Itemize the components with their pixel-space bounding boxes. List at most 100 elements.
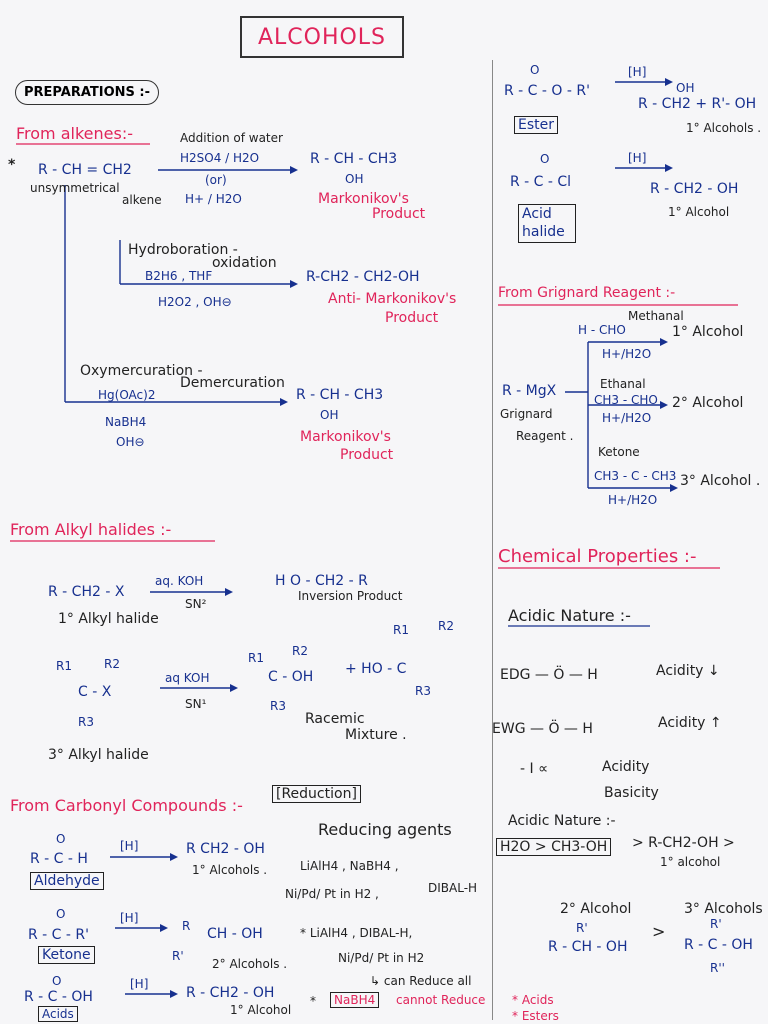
- sn1-prod2-r2: R2: [438, 619, 454, 633]
- ald-structure: R - C - H: [30, 851, 88, 867]
- ter-alcohol-r2: R'': [710, 961, 725, 975]
- alkyl-halides-heading: From Alkyl halides :-: [10, 520, 172, 539]
- r2-name-anti: Anti- Markonikov's: [328, 291, 457, 307]
- sn1-prod1-r3: R3: [270, 699, 286, 713]
- sn2-reactant: R - CH2 - X: [48, 584, 125, 600]
- ester-structure: R - C - O - R': [504, 83, 590, 99]
- sn2-label: 1° Alkyl halide: [58, 611, 159, 627]
- g2-product: 2° Alcohol: [672, 395, 744, 411]
- acidhalide-product-name: 1° Alcohol: [668, 205, 730, 219]
- r3-cond-oh: OH⊖: [116, 435, 145, 449]
- acidic2-heading: Acidic Nature :-: [508, 813, 616, 829]
- acidhalide-label: Acid halide: [518, 204, 576, 243]
- reducing-agents-heading: Reducing agents: [318, 820, 452, 839]
- g3-name: Ketone: [598, 445, 640, 459]
- grignard-heading: From Grignard Reagent :-: [498, 285, 676, 301]
- ket-arrow-label: [H]: [120, 911, 139, 925]
- reducing-agents-nabh4: NaBH4: [330, 992, 380, 1008]
- r2-cond-hydroboration: Hydroboration -: [128, 242, 238, 258]
- g3-cond: H+/H2O: [608, 493, 658, 507]
- r3-cond-oxymercuration: Oxymercuration -: [80, 363, 203, 379]
- sn1-prod2: + HO - C: [345, 661, 407, 677]
- g2-name: Ethanal: [600, 377, 646, 391]
- sec-alcohol-name: 2° Alcohol: [560, 901, 632, 917]
- acidhalide-label-1: Acid: [522, 206, 552, 222]
- ket-o: O: [56, 907, 66, 921]
- r2-name-product: Product: [385, 310, 439, 326]
- ket-structure: R - C - R': [28, 927, 89, 943]
- column-divider: [492, 60, 493, 1020]
- g2-formula: CH3 - CHO: [594, 393, 658, 407]
- grignard-reactant: R - MgX: [502, 383, 557, 399]
- sn1-r3: R3: [78, 715, 94, 729]
- r1-cond-h2so4: H2SO4 / H2O: [180, 151, 260, 165]
- acidhalide-arrow-label: [H]: [628, 151, 647, 165]
- ter-alcohol-name: 3° Alcohols: [684, 901, 763, 917]
- sec-alcohol-structure: R - CH - OH: [548, 939, 628, 955]
- r1-name-product: Product: [372, 206, 426, 222]
- acid-label: Acids: [38, 1006, 78, 1022]
- ester-product-oh: OH: [676, 81, 695, 95]
- acid-product-name: 1° Alcohol: [230, 1003, 292, 1017]
- ter-alcohol-structure: R - C - OH: [684, 937, 753, 953]
- r1-name-markonikov: Markonikov's: [318, 191, 409, 207]
- acid-structure: R - C - OH: [24, 989, 93, 1005]
- sn1-label: 3° Alkyl halide: [48, 747, 149, 763]
- ald-product-name: 1° Alcohols .: [192, 863, 268, 877]
- edg-effect: Acidity ↓: [656, 663, 720, 679]
- ester-arrow-label: [H]: [628, 65, 647, 79]
- acid-arrow-label: [H]: [130, 977, 149, 991]
- minus-i-relation: - I ∝: [520, 761, 549, 777]
- r3-product-oh: OH: [320, 408, 339, 422]
- acid-product: R - CH2 - OH: [186, 985, 275, 1001]
- g1-formula: H - CHO: [578, 323, 626, 337]
- alkene-note-unsymmetrical: unsymmetrical: [30, 181, 120, 195]
- r1-product: R - CH - CH3: [310, 151, 398, 167]
- sn2-product-note: Inversion Product: [298, 589, 403, 603]
- grignard-name1: Grignard: [500, 407, 553, 421]
- ester-o: O: [530, 63, 540, 77]
- sn1-mech: SN¹: [185, 697, 207, 711]
- sec-alcohol-r: R': [576, 921, 588, 935]
- alkenes-heading: From alkenes:-: [16, 124, 133, 143]
- sn1-prod1-center: C - OH: [268, 669, 314, 685]
- g1-product: 1° Alcohol: [672, 324, 744, 340]
- r3-product: R - CH - CH3: [296, 387, 384, 403]
- star-mark: *: [8, 157, 16, 173]
- r3-name-markonikov: Markonikov's: [300, 429, 391, 445]
- ket-product-r2: R': [172, 949, 184, 963]
- racemic-label: Racemic: [305, 711, 365, 727]
- sn1-reagent: aq KOH: [165, 671, 210, 685]
- g3-product: 3° Alcohol .: [680, 473, 761, 489]
- r2-product: R-CH2 - CH2-OH: [306, 269, 420, 285]
- acidhalide-structure: R - C - Cl: [510, 174, 572, 190]
- r3-cond-demercuration: Demercuration: [180, 375, 285, 391]
- ald-o: O: [56, 832, 66, 846]
- acidic-nature-heading: Acidic Nature :-: [508, 606, 631, 625]
- r3-cond-hgoac: Hg(OAc)2: [98, 388, 156, 402]
- g1-cond: H+/H2O: [602, 347, 652, 361]
- acidhalide-label-2: halide: [522, 223, 565, 240]
- edg-structure: EDG — Ö — H: [500, 667, 598, 683]
- ket-product: CH - OH: [207, 926, 263, 942]
- ket-product-name: 2° Alcohols .: [212, 957, 288, 971]
- reducing-agents-line5: ↳ can Reduce all: [370, 974, 472, 988]
- ket-label: Ketone: [38, 946, 95, 964]
- acid-o: O: [52, 974, 62, 988]
- reducing-agents-line2: Ni/Pd/ Pt in H2 ,: [285, 887, 379, 901]
- sn1-center: C - X: [78, 684, 112, 700]
- r2-cond-b2h6: B2H6 , THF: [145, 269, 213, 283]
- ald-arrow-label: [H]: [120, 839, 139, 853]
- reducing-agents-line4: Ni/Pd/ Pt in H2: [338, 951, 425, 965]
- preparations-heading: PREPARATIONS :-: [15, 80, 159, 105]
- r3-name-product: Product: [340, 447, 394, 463]
- reducing-agents-dibal: DIBAL-H: [428, 881, 478, 895]
- basicity-label: Basicity: [604, 785, 659, 801]
- grignard-name2: Reagent .: [516, 429, 574, 443]
- sn2-product: H O - CH2 - R: [275, 573, 368, 589]
- sn1-prod2-r1: R1: [393, 623, 409, 637]
- r2-cond-h2o2: H2O2 , OH⊖: [158, 295, 232, 309]
- r1-product-oh: OH: [345, 172, 364, 186]
- sn2-mech: SN²: [185, 597, 207, 611]
- acidic2-tail2: 1° alcohol: [660, 855, 721, 869]
